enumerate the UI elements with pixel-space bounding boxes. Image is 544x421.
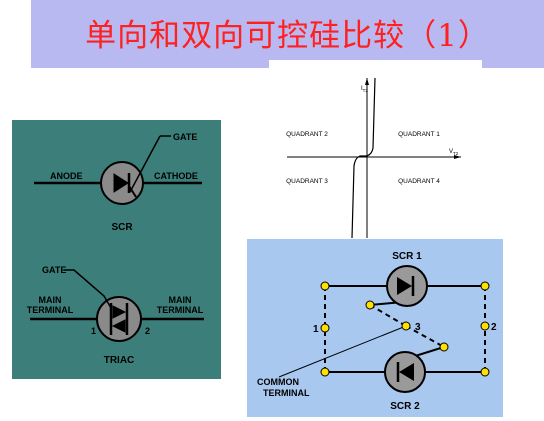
- x-axis-label: VT2: [449, 149, 459, 156]
- terminal-1-label: 1: [313, 324, 319, 335]
- symbols-diagram: GATE ANODE CATHODE SCR GATE MAIN TERMINA…: [27, 132, 204, 366]
- triac-symbol: [30, 269, 204, 342]
- scr-name-label: SCR: [111, 222, 133, 233]
- common-terminal-label-line1: COMMON: [257, 377, 299, 387]
- triac-terminal-1-label: 1: [91, 326, 96, 336]
- circuit-diagram: SCR 1 SCR 2 1 2 3 COMMON TERMINAL: [257, 251, 497, 412]
- triac-name-label: TRIAC: [104, 355, 135, 366]
- common-terminal-pointer: [278, 325, 407, 378]
- quadrant-3-label: QUADRANT 3: [286, 178, 328, 185]
- terminal-3-label: 3: [415, 322, 421, 333]
- common-terminal-label-line2: TERMINAL: [263, 388, 310, 398]
- scr2-label: SCR 2: [390, 401, 420, 412]
- scr-symbol: [34, 135, 202, 205]
- terminal-dots: [320, 281, 490, 377]
- page-title: 单向和双向可控硅比较（1）: [85, 18, 490, 54]
- quadrant-4-label: QUADRANT 4: [398, 178, 440, 185]
- triac-mt1-label-line1: MAIN: [39, 295, 62, 305]
- scr-gate-pointer: [129, 135, 161, 193]
- quadrant-panel: IT2 VT2 QUADRANT 1 QUADRANT 2 QUADRANT 3…: [269, 60, 482, 245]
- triac-triangle-upper: [112, 305, 127, 319]
- circuit-panel: SCR 1 SCR 2 1 2 3 COMMON TERMINAL: [247, 239, 503, 417]
- triac-mt2-label-line1: MAIN: [169, 295, 192, 305]
- scr2-symbol: [384, 351, 426, 393]
- scr-gate-label: GATE: [173, 132, 197, 142]
- quadrant-diagram: IT2 VT2 QUADRANT 1 QUADRANT 2 QUADRANT 3…: [286, 77, 461, 244]
- terminal-2-label: 2: [491, 322, 497, 333]
- quadrant-1-label: QUADRANT 1: [398, 131, 440, 138]
- title-band: 单向和双向可控硅比较（1）: [31, 0, 544, 68]
- triac-mt1-label-line2: TERMINAL: [27, 305, 74, 315]
- y-axis-arrow: [365, 78, 369, 85]
- triac-characteristic-curve: [351, 77, 376, 239]
- scr-cathode-label: CATHODE: [154, 171, 198, 181]
- triac-gate-lead: [64, 269, 112, 309]
- triac-gate-label: GATE: [42, 265, 66, 275]
- x-axis-arrow: [454, 155, 461, 159]
- triac-mt2-label-line2: TERMINAL: [157, 305, 204, 315]
- y-axis-label: IT2: [361, 86, 368, 93]
- triac-triangle-lower: [111, 319, 126, 333]
- circuit-dashed-wires: [324, 286, 486, 372]
- scr-anode-label: ANODE: [50, 171, 83, 181]
- scr-gate-lead: [128, 185, 137, 198]
- scr1-symbol: [386, 265, 428, 307]
- scr-diode-triangle: [113, 173, 129, 193]
- triac-terminal-2-label: 2: [145, 326, 150, 336]
- scr1-label: SCR 1: [392, 251, 422, 262]
- symbols-panel: GATE ANODE CATHODE SCR GATE MAIN TERMINA…: [12, 120, 221, 379]
- quadrant-2-label: QUADRANT 2: [286, 131, 328, 138]
- triac-body: [96, 296, 142, 342]
